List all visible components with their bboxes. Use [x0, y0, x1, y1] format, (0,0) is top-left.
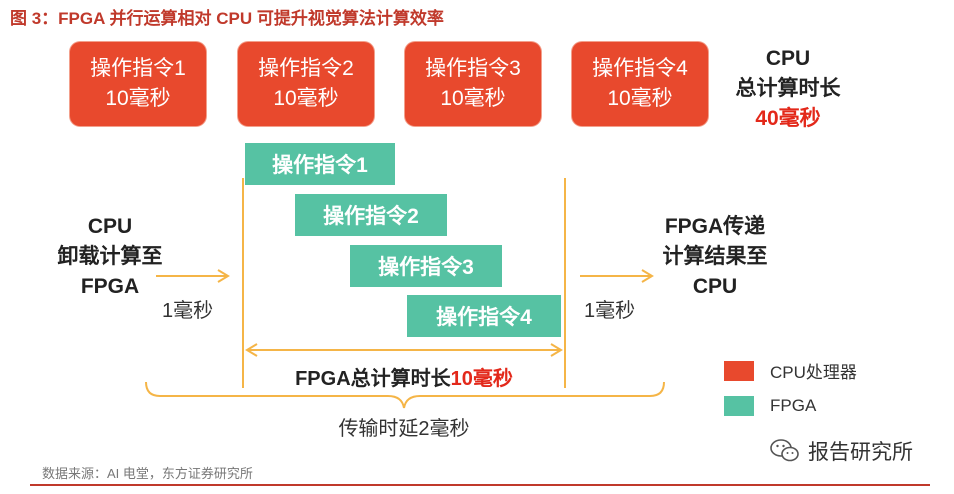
- wechat-icon: [770, 439, 799, 462]
- legend-fpga-label: FPGA: [770, 396, 817, 415]
- offload-line2: 卸载计算至: [57, 245, 163, 268]
- legend-cpu: CPU处理器: [724, 358, 857, 383]
- cpu-total-line1: CPU: [765, 47, 811, 70]
- fpga-instruction-4: 操作指令4: [407, 295, 561, 337]
- fpga-total-value: 10毫秒: [450, 368, 513, 390]
- cpu-instruction-label: 操作指令4: [592, 57, 688, 80]
- cpu-instruction-4: 操作指令4 10毫秒: [572, 42, 708, 126]
- latency-label: 传输时延2毫秒: [338, 418, 470, 440]
- fpga-instruction-3: 操作指令3: [350, 245, 502, 287]
- fpga-total-label: FPGA总计算时长: [295, 368, 451, 390]
- latency-bracket: [145, 381, 665, 409]
- return-line2: 计算结果至: [662, 245, 768, 268]
- legend-fpga: FPGA: [724, 396, 816, 416]
- return-time: 1毫秒: [584, 300, 636, 322]
- return-line3: CPU: [692, 275, 738, 298]
- cpu-instruction-time: 10毫秒: [607, 87, 673, 110]
- watermark: 报告研究所: [770, 436, 913, 466]
- cpu-instruction-time: 10毫秒: [440, 87, 506, 110]
- cpu-instruction-label: 操作指令2: [258, 57, 354, 80]
- cpu-total-line2: 总计算时长: [735, 77, 841, 100]
- offload-line1: CPU: [87, 215, 133, 238]
- fpga-instruction-1: 操作指令1: [245, 143, 395, 185]
- legend-cpu-label: CPU处理器: [770, 363, 857, 382]
- legend-cpu-swatch: [724, 360, 754, 381]
- source-note: 数据来源：AI 电堂，东方证券研究所: [42, 466, 253, 481]
- fpga-total-time: FPGA总计算时长10毫秒: [256, 362, 552, 391]
- legend-fpga-swatch: [724, 396, 754, 416]
- cpu-instruction-3: 操作指令3 10毫秒: [405, 42, 541, 126]
- offload-line3: FPGA: [80, 275, 140, 298]
- cpu-instruction-label: 操作指令3: [425, 57, 521, 80]
- cpu-instruction-time: 10毫秒: [273, 87, 339, 110]
- cpu-instruction-2: 操作指令2 10毫秒: [238, 42, 374, 126]
- return-line1: FPGA传递: [664, 215, 766, 238]
- bottom-rule: [30, 484, 930, 486]
- figure-title: 图 3：FPGA 并行运算相对 CPU 可提升视觉算法计算效率: [10, 9, 444, 28]
- cpu-instruction-time: 10毫秒: [105, 87, 171, 110]
- offload-time: 1毫秒: [162, 300, 214, 322]
- return-label: FPGA传递 计算结果至 CPU: [648, 212, 782, 302]
- cpu-total-value: 40毫秒: [755, 107, 821, 130]
- cpu-instruction-label: 操作指令1: [90, 57, 186, 80]
- offload-label: CPU 卸载计算至 FPGA: [40, 212, 180, 302]
- watermark-label: 报告研究所: [808, 441, 913, 464]
- cpu-total-time: CPU 总计算时长 40毫秒: [728, 44, 848, 134]
- cpu-instruction-1: 操作指令1 10毫秒: [70, 42, 206, 126]
- fpga-instruction-2: 操作指令2: [295, 194, 447, 236]
